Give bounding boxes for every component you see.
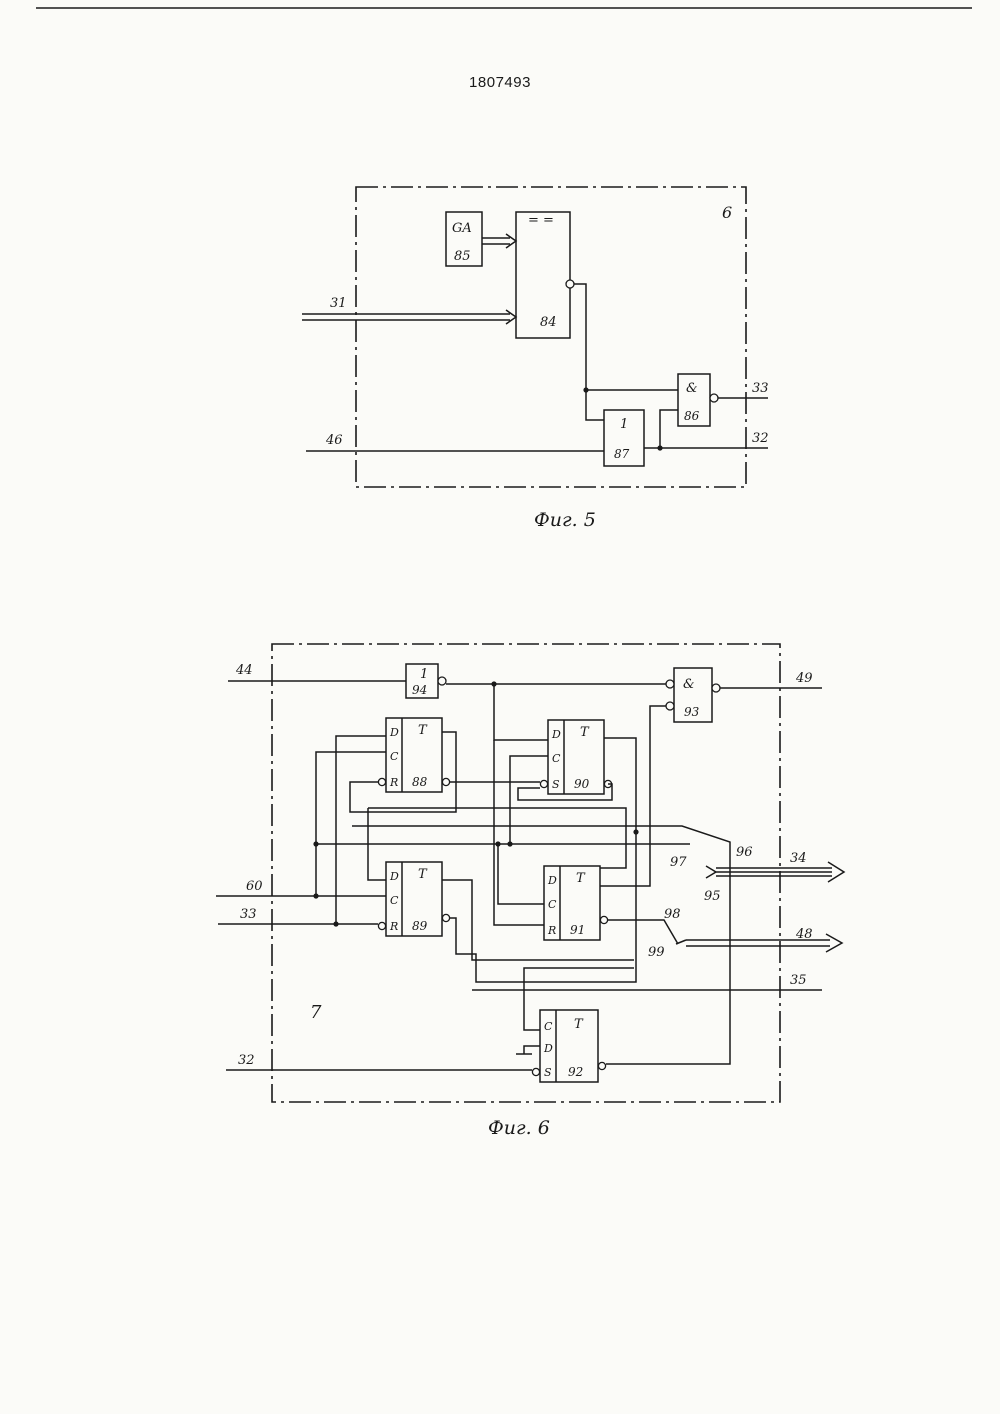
inversion-bubble: [566, 280, 574, 288]
ff89-d-pin: D: [389, 870, 399, 883]
inversion-bubble: [442, 914, 449, 921]
bus-arrow-icon: [506, 310, 516, 324]
ff92-number: 92: [568, 1065, 583, 1079]
ff89-t-label: T: [418, 867, 428, 882]
fig6-line-34-label: 34: [790, 851, 807, 866]
and-86-number: 86: [684, 409, 700, 423]
fig5-block-number: 6: [722, 203, 732, 222]
ff90-c-pin: C: [552, 752, 561, 765]
and-93-number: 93: [684, 705, 700, 719]
ff91-r-pin: R: [547, 924, 556, 937]
comparator-84-symbol: = =: [528, 213, 554, 228]
inversion-bubble: [666, 680, 674, 688]
ff92-d-pin: D: [543, 1042, 553, 1055]
inverter-94-symbol: 1: [420, 667, 428, 682]
bus-arrow-icon: [506, 234, 516, 248]
inverter-94-number: 94: [412, 683, 427, 697]
ff92-s-pin: S: [544, 1066, 552, 1079]
ff90-d-pin: D: [551, 728, 561, 741]
ga-85-number: 85: [454, 249, 471, 264]
inversion-bubble: [540, 780, 547, 787]
inversion-bubble: [712, 684, 720, 692]
fig6-line-99-label: 99: [648, 945, 665, 960]
inversion-bubble: [378, 778, 385, 785]
or-87-number: 87: [614, 447, 630, 461]
ff92-c-pin: C: [544, 1020, 553, 1033]
fig6-line-95-label: 95: [704, 889, 721, 904]
figure-6: 7 1 94 & 93 44 49 D C R T 88: [216, 644, 844, 1139]
inversion-bubble: [438, 677, 446, 685]
ff88-c-pin: C: [390, 750, 399, 763]
or-87-symbol: 1: [620, 417, 628, 432]
ff89-c-pin: C: [390, 894, 399, 907]
ff88-d-pin: D: [389, 726, 399, 739]
ff89-r-pin: R: [389, 920, 398, 933]
inversion-bubble: [666, 702, 674, 710]
ground-icon: [524, 1046, 540, 1054]
bus-arrow-icon: [826, 934, 842, 952]
fig6-line-98-label: 98: [664, 907, 681, 922]
fig6-line-48-label: 48: [795, 927, 813, 942]
and-93-symbol: &: [683, 677, 695, 692]
ff88-t-label: T: [418, 723, 428, 738]
fig6-caption: Фиг. 6: [488, 1117, 550, 1139]
inversion-bubble: [378, 922, 385, 929]
fig5-line-46-label: 46: [325, 433, 343, 448]
ff90-t-label: T: [580, 725, 590, 740]
figure-5: 6 GA 85 = = 84 31 & 86 33 1 87: [302, 187, 769, 531]
ff92-t-label: T: [574, 1017, 584, 1032]
inversion-bubble: [598, 1062, 605, 1069]
ff91-c-pin: C: [548, 898, 557, 911]
comparator-84-number: 84: [540, 315, 557, 330]
ff91-number: 91: [570, 923, 585, 937]
inversion-bubble: [442, 778, 449, 785]
ff90-s-pin: S: [552, 778, 560, 791]
fig6-line-96-label: 96: [736, 845, 753, 860]
and-86-symbol: &: [686, 381, 698, 396]
fig6-line-33-label: 33: [240, 907, 257, 922]
ff91-t-label: T: [576, 871, 586, 886]
fig6-line-32-label: 32: [238, 1053, 255, 1068]
fig5-line-32-label: 32: [752, 431, 769, 446]
fig6-line-49-label: 49: [795, 671, 813, 686]
ff89-number: 89: [412, 919, 428, 933]
fig5-line-33-label: 33: [752, 381, 769, 396]
inversion-bubble: [600, 916, 607, 923]
ff90-number: 90: [574, 777, 590, 791]
ff88-number: 88: [412, 775, 428, 789]
fig6-line-44-label: 44: [235, 663, 253, 678]
inversion-bubble: [710, 394, 718, 402]
ff91-d-pin: D: [547, 874, 557, 887]
fig6-block-number: 7: [310, 1002, 322, 1023]
inversion-bubble: [532, 1068, 539, 1075]
fig6-line-35-label: 35: [790, 973, 807, 988]
fig5-caption: Фиг. 5: [534, 509, 596, 531]
ff88-r-pin: R: [389, 776, 398, 789]
ga-85-symbol: GA: [452, 221, 472, 236]
fig6-line-60-label: 60: [246, 879, 263, 894]
fig5-line-31-label: 31: [330, 296, 347, 311]
fig6-line-97-label: 97: [670, 855, 687, 870]
